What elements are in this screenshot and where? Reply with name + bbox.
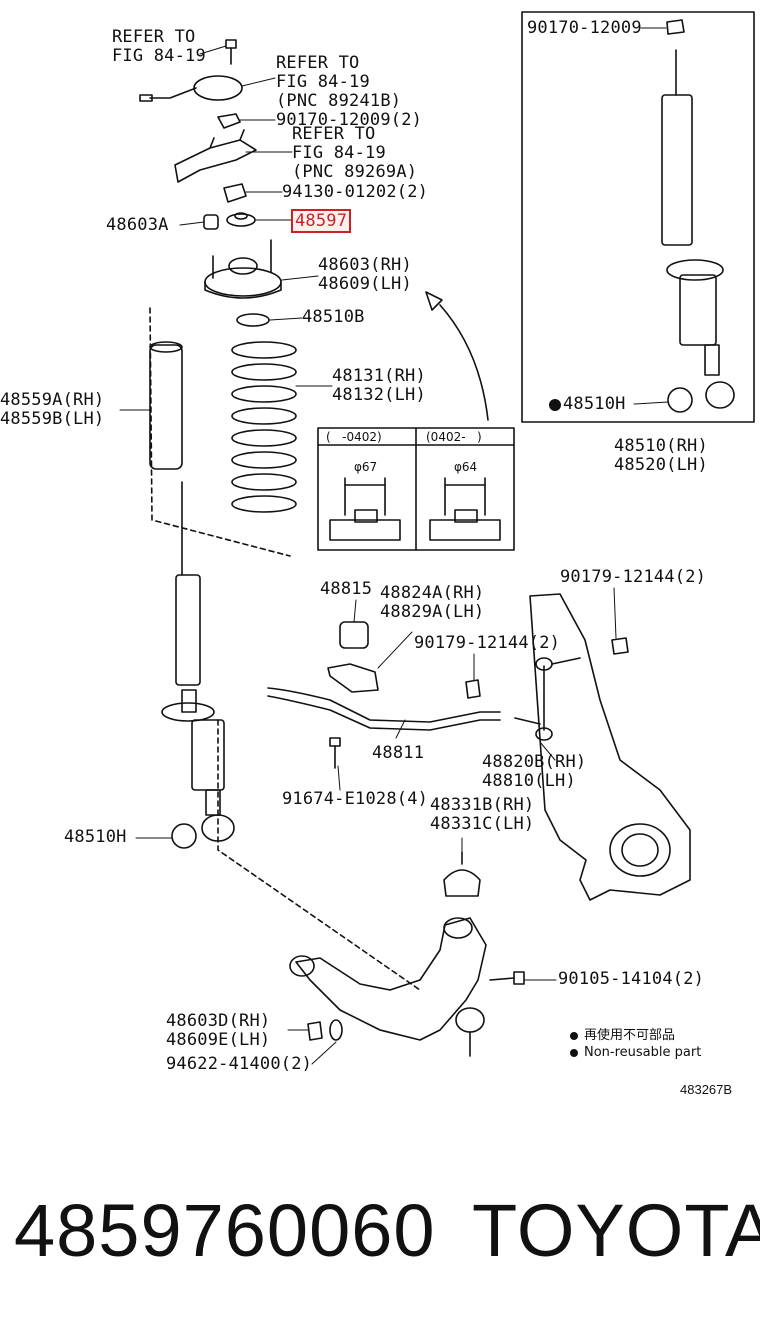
variant-b-label: (0402- ) <box>426 430 482 444</box>
legend-en-text: Non-reusable part <box>584 1045 702 1060</box>
washer-48597-part <box>226 212 256 227</box>
figure-code: 483267B <box>680 1082 733 1097</box>
label-94130: 94130-01202(2) <box>282 182 429 202</box>
variant-a-label: ( -0402) <box>326 430 382 444</box>
label-91674: 91674-E1028(4) <box>282 789 429 809</box>
label-48824: 48824A(RH) 48829A(LH) <box>380 583 485 622</box>
label-90105: 90105-14104(2) <box>558 969 705 989</box>
label-48510-48520: 48510(RH) 48520(LH) <box>614 436 708 475</box>
nut-90170-part <box>217 113 241 129</box>
label-48603-48609: 48603(RH) 48609(LH) <box>318 255 412 294</box>
label-48510b: 48510B <box>302 307 365 327</box>
part-number-title: 4859760060 <box>14 1189 436 1272</box>
bushing-48510h-part <box>171 823 197 849</box>
steering-knuckle-part <box>529 593 691 901</box>
label-90170-top: 90170-12009(2) <box>276 110 423 130</box>
bolt-91674-part <box>329 737 341 769</box>
leader-lines <box>119 27 669 1065</box>
label-48597-highlighted[interactable]: 48597 <box>291 209 352 233</box>
legend-cn: 再使用不可部品 <box>570 1028 675 1044</box>
refer-label-b: REFER TO FIG 84-19 (PNC 89241B) <box>276 53 402 111</box>
legend-en: Non-reusable part <box>570 1045 701 1061</box>
direction-arrow <box>425 291 489 421</box>
label-inset-90170: 90170-12009 <box>527 18 642 38</box>
non-reusable-marker <box>549 399 561 411</box>
stabilizer-link-part <box>514 657 581 741</box>
nut-90179-part <box>465 637 629 699</box>
label-90179-mid: 90179-12144(2) <box>414 633 561 653</box>
label-48603a: 48603A <box>106 215 169 235</box>
cushion-48603a-part <box>203 214 219 230</box>
refer-label-mid: REFER TO FIG 84-19 (PNC 89269A) <box>292 124 418 182</box>
stabilizer-bar-part <box>267 687 501 731</box>
bolt-90105-part <box>489 971 525 985</box>
label-inset-48510h: 48510H <box>563 394 626 414</box>
coil-spring-part <box>231 341 297 513</box>
height-sensor-part <box>139 75 243 102</box>
legend-cn-text: 再使用不可部品 <box>584 1028 676 1043</box>
brand-title: TOYOTA <box>472 1189 760 1272</box>
top-bolt-part <box>225 39 237 65</box>
lower-arm-part <box>289 917 487 1057</box>
bushing-48815-part <box>327 621 379 693</box>
suspension-exploded-diagram <box>119 11 755 1065</box>
label-48559: 48559A(RH) 48559B(LH) <box>0 390 105 429</box>
nut-48603d-part <box>307 1019 343 1041</box>
label-48811: 48811 <box>372 743 425 763</box>
diameter-b-label: φ64 <box>454 460 478 474</box>
label-48131: 48131(RH) 48132(LH) <box>332 366 426 405</box>
spring-seat-48510b-part <box>236 313 270 327</box>
label-48510h: 48510H <box>64 827 127 847</box>
bullet-icon <box>570 1031 578 1040</box>
label-48815: 48815 <box>320 579 373 599</box>
label-48603d: 48603D(RH) 48609E(LH) <box>166 1011 271 1050</box>
upper-support-part <box>204 239 282 299</box>
variant-inset <box>317 427 515 551</box>
bracket-part <box>174 129 257 183</box>
dust-boot-part <box>149 341 183 470</box>
diameter-a-label: φ67 <box>354 460 378 474</box>
label-90179-top: 90179-12144(2) <box>560 567 707 587</box>
label-94622: 94622-41400(2) <box>166 1054 313 1074</box>
refer-label-a: REFER TO FIG 84-19 <box>112 27 206 66</box>
shock-inset <box>521 11 755 423</box>
label-48820: 48820B(RH) 48810(LH) <box>482 752 587 791</box>
bullet-icon <box>570 1048 578 1057</box>
nut-94130-part <box>223 183 247 203</box>
shock-absorber-part <box>161 481 235 842</box>
label-48331: 48331B(RH) 48331C(LH) <box>430 795 535 834</box>
bound-stopper-part <box>443 851 481 897</box>
